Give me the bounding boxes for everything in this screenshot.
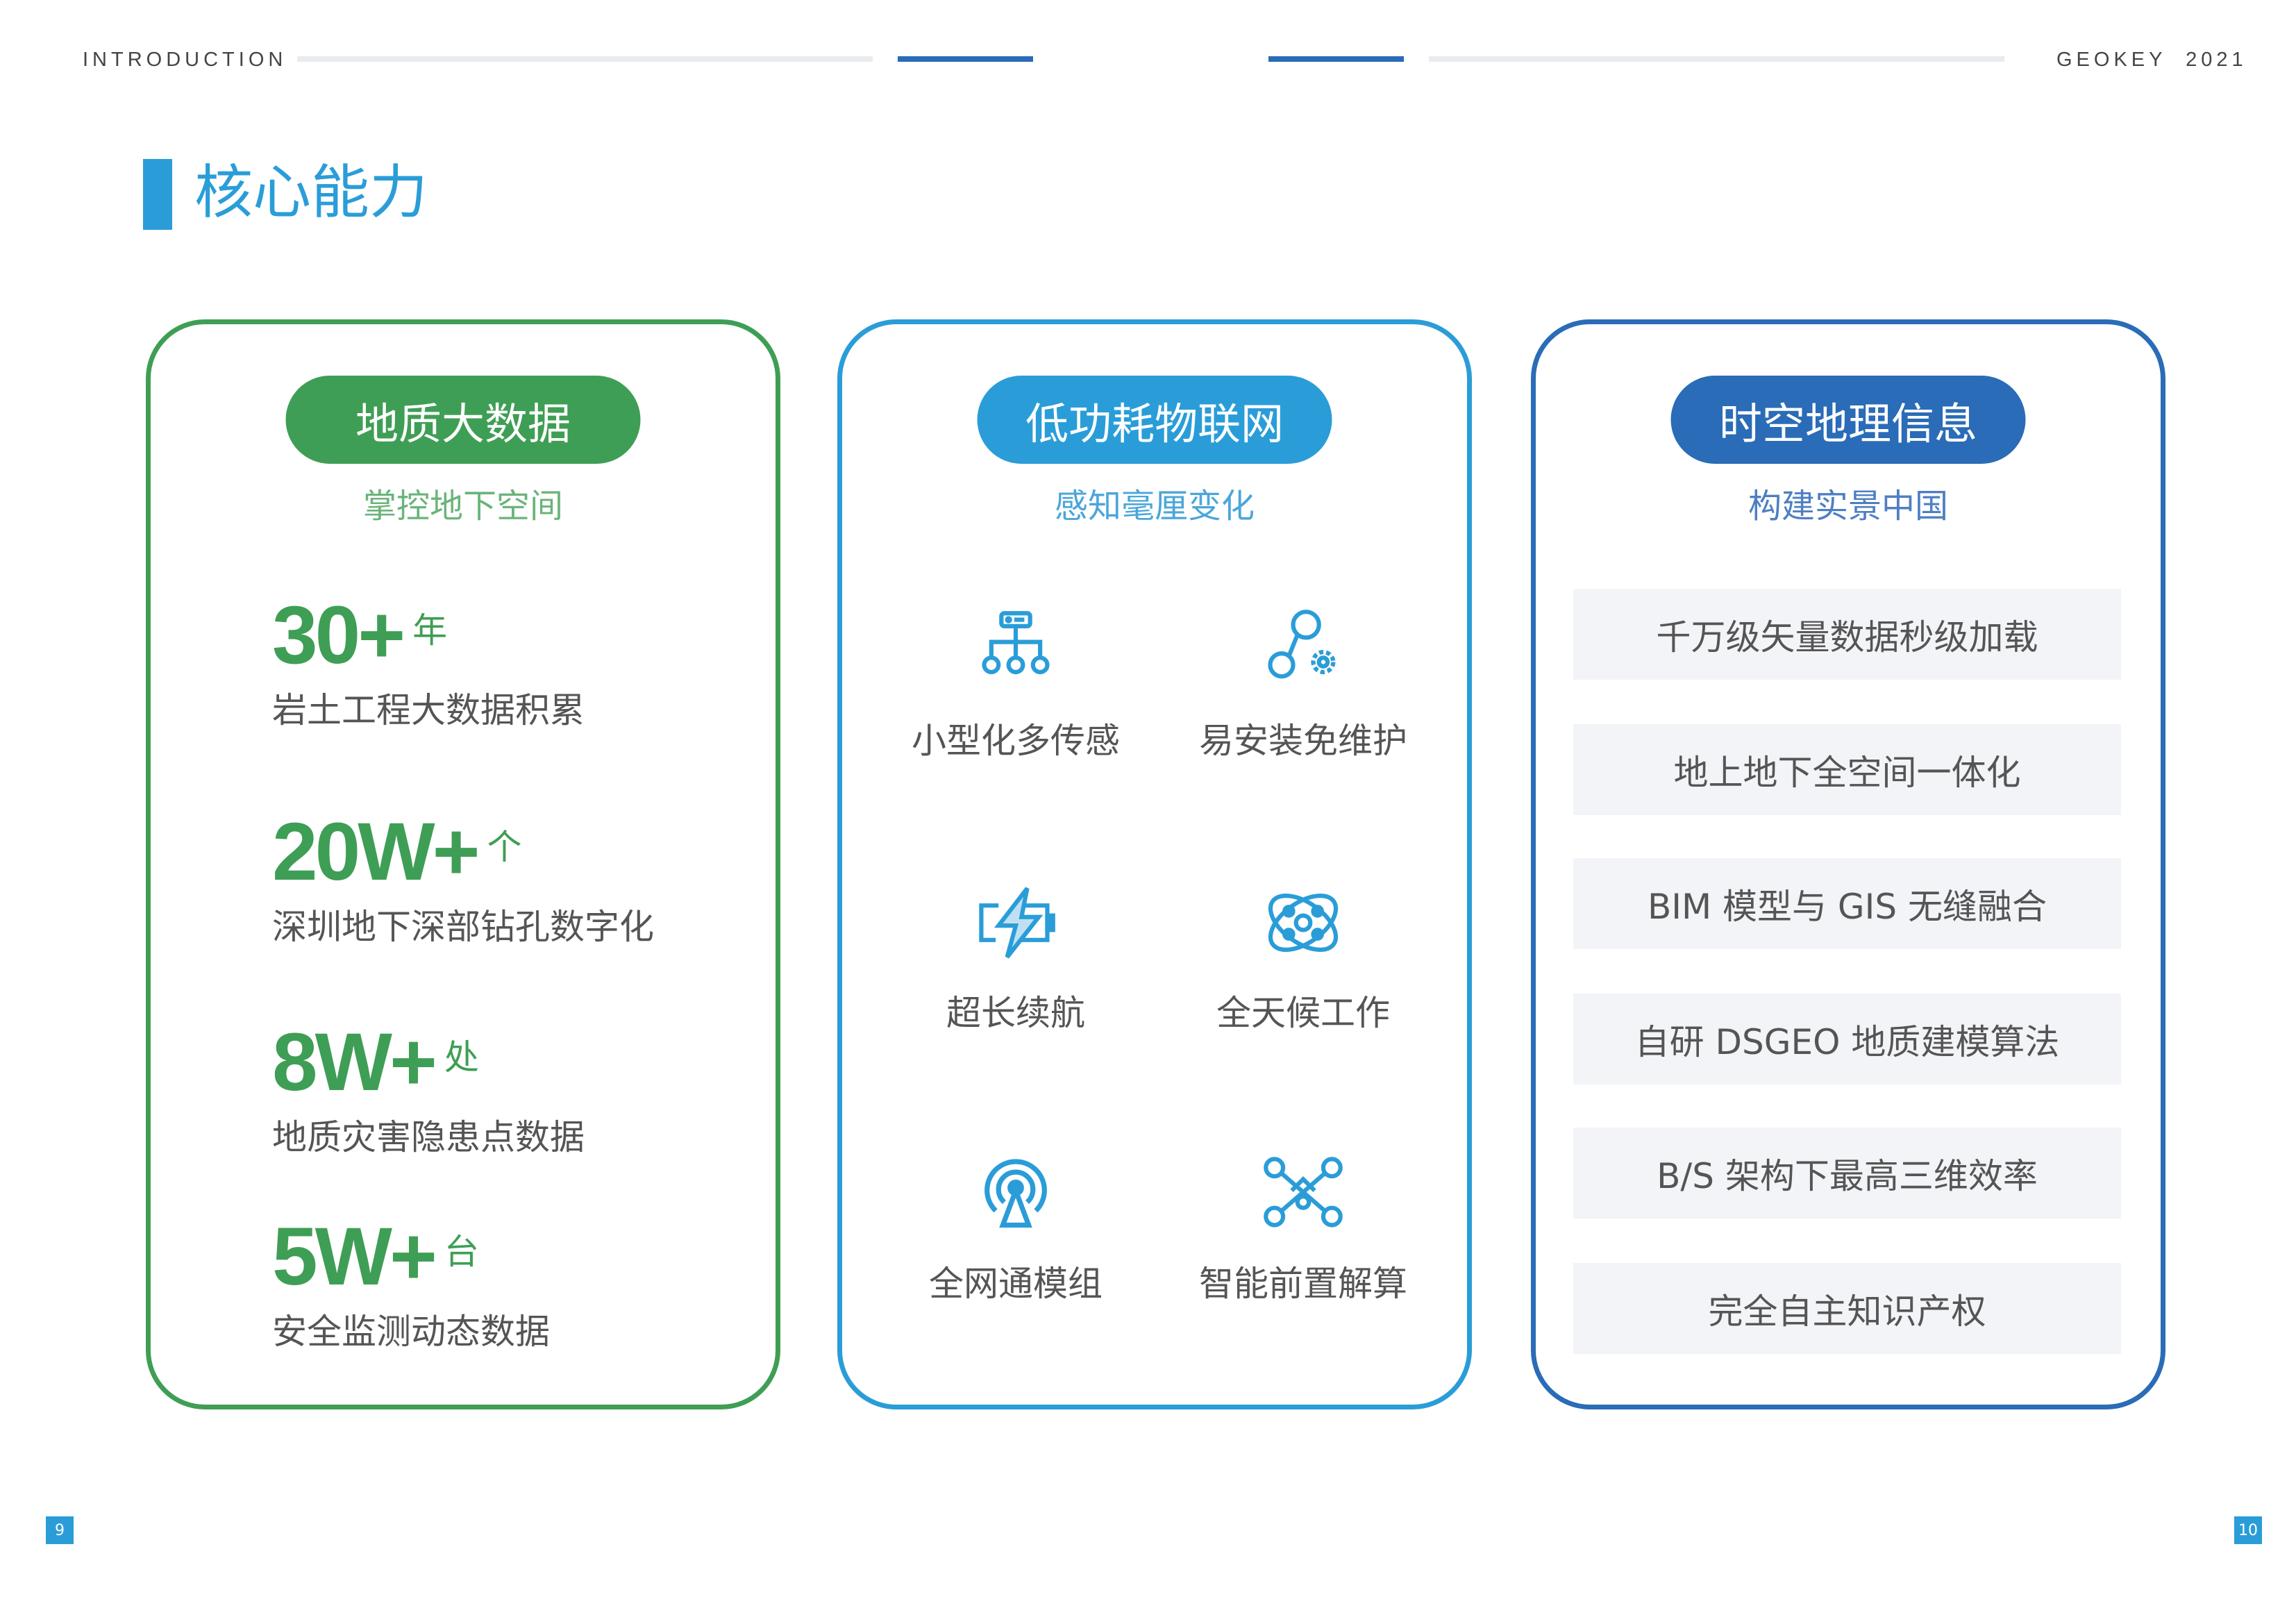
header-divider [297, 56, 873, 62]
feature-label: 智能前置解算 [1199, 1264, 1407, 1304]
card-geology-data: 地质大数据 掌控地下空间 30+年岩土工程大数据积累 20W+个深圳地下深部钻孔… [146, 319, 780, 1409]
battery-lightning-icon [979, 887, 1055, 959]
feature-label: 全天候工作 [1216, 993, 1390, 1033]
header-accent [898, 56, 1033, 62]
card-iot: 低功耗物联网 感知毫厘变化 小型化多传感 易安装免维护 超长续航 全天候工作 全… [837, 319, 1472, 1409]
stat-value: 8W+ [272, 1016, 437, 1108]
page-number-left: 9 [46, 1516, 74, 1544]
stat-item: 30+年岩土工程大数据积累 [272, 594, 585, 733]
header-right-label: GEOKEY 2021 [2056, 49, 2247, 71]
title-accent-bar [143, 159, 172, 230]
stat-item: 5W+台安全监测动态数据 [272, 1215, 550, 1354]
stat-desc: 深圳地下深部钻孔数字化 [272, 907, 654, 947]
feature-item: 超长续航 [870, 880, 1162, 1035]
card-geo-info: 时空地理信息 构建实景中国 千万级矢量数据秒级加载 地上地下全空间一体化 BIM… [1531, 319, 2165, 1409]
feature-item: 小型化多传感 [870, 608, 1162, 763]
feature-item: 易安装免维护 [1157, 608, 1449, 763]
stat-item: 8W+处地质灾害隐患点数据 [272, 1021, 585, 1160]
stat-unit: 台 [444, 1232, 479, 1272]
feature-box: 完全自主知识产权 [1573, 1263, 2121, 1354]
stat-value: 5W+ [272, 1211, 437, 1303]
feature-item: 智能前置解算 [1157, 1150, 1449, 1306]
feature-item: 全天候工作 [1157, 880, 1449, 1035]
feature-box: BIM 模型与 GIS 无缝融合 [1573, 858, 2121, 949]
stat-desc: 安全监测动态数据 [272, 1312, 550, 1352]
feature-label: 全网通模组 [929, 1264, 1103, 1304]
page-title: 核心能力 [194, 158, 428, 226]
feature-label: 超长续航 [946, 993, 1085, 1033]
card-title: 低功耗物联网 [977, 376, 1332, 464]
atom-icon [1268, 894, 1339, 952]
stat-unit: 个 [487, 827, 522, 867]
page-number-right: 10 [2234, 1516, 2262, 1544]
stat-value: 20W+ [272, 806, 480, 898]
feature-box: 千万级矢量数据秒级加载 [1573, 589, 2121, 680]
stat-desc: 地质灾害隐患点数据 [272, 1117, 585, 1157]
stat-item: 20W+个深圳地下深部钻孔数字化 [272, 810, 654, 949]
stat-unit: 处 [444, 1037, 479, 1078]
header-left-label: INTRODUCTION [83, 49, 287, 71]
stat-desc: 岩土工程大数据积累 [272, 690, 585, 730]
card-subtitle: 感知毫厘变化 [1054, 487, 1255, 526]
feature-box: 自研 DSGEO 地质建模算法 [1573, 994, 2121, 1085]
sensor-network-icon [982, 611, 1050, 675]
header-divider [1429, 56, 2004, 62]
card-title: 时空地理信息 [1670, 376, 2026, 464]
header-accent [1268, 56, 1404, 62]
maintenance-gear-icon [1268, 610, 1336, 679]
stat-unit: 年 [412, 610, 448, 651]
feature-label: 小型化多传感 [912, 721, 1120, 761]
card-subtitle: 构建实景中国 [1748, 487, 1948, 526]
card-title: 地质大数据 [285, 376, 641, 464]
feature-label: 易安装免维护 [1199, 721, 1407, 761]
node-network-icon [1264, 1157, 1343, 1228]
signal-tower-icon [984, 1159, 1047, 1228]
feature-box: B/S 架构下最高三维效率 [1573, 1128, 2121, 1219]
feature-item: 全网通模组 [870, 1150, 1162, 1306]
feature-box: 地上地下全空间一体化 [1573, 724, 2121, 815]
card-subtitle: 掌控地下空间 [362, 487, 563, 526]
stat-value: 30+ [272, 589, 405, 681]
